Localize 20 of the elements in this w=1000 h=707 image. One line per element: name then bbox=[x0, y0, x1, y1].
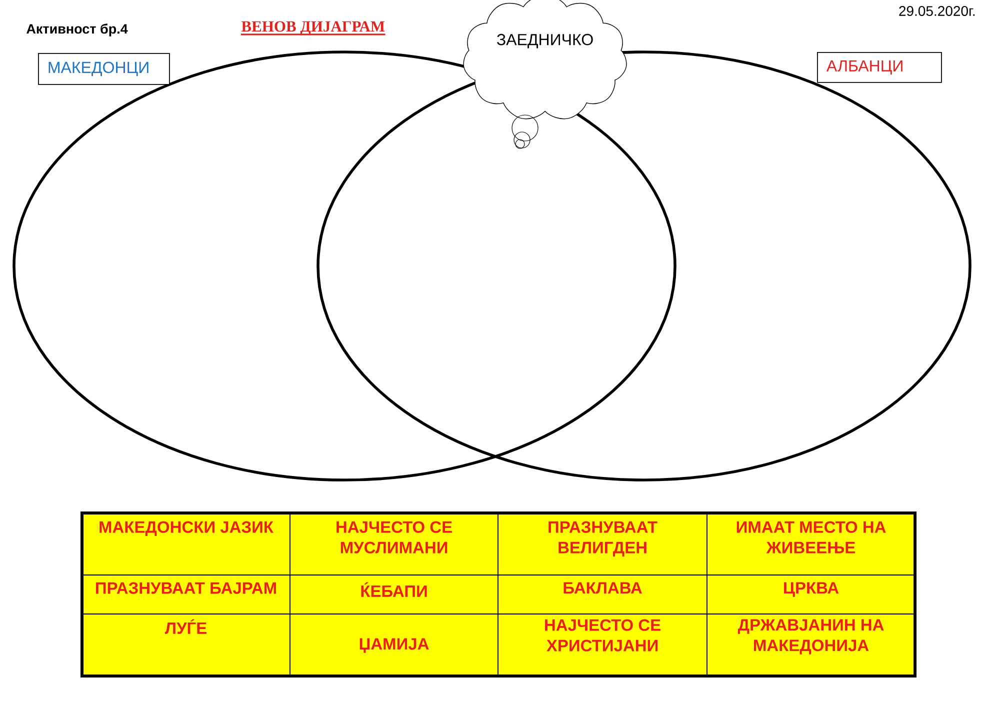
table-cell: ИМААТ МЕСТО НА ЖИВЕЕЊЕ bbox=[706, 512, 916, 576]
table-cell: БАКЛАВА bbox=[498, 574, 708, 614]
title: ВЕНОВ ДИЈАГРАМ bbox=[241, 21, 386, 36]
table-cell: МАКЕДОНСКИ ЈАЗИК bbox=[82, 512, 290, 576]
table-cell: ДРЖАВЈАНИН НА МАКЕДОНИЈА bbox=[706, 614, 916, 676]
table-cell: ЦРКВА bbox=[706, 574, 916, 614]
table-cell: ЌЕБАПИ bbox=[290, 574, 498, 614]
table-cell: ЛУЃЕ bbox=[82, 614, 290, 676]
table-cell: ПРАЗНУВААТ БАЈРАМ bbox=[82, 574, 290, 614]
table-cell: НАЈЧЕСТО СЕ МУСЛИМАНИ bbox=[290, 512, 498, 576]
date: 29.05.2020г. bbox=[899, 6, 975, 16]
label-box: АЛБАНЦИ bbox=[817, 52, 942, 83]
table-cell: НАЈЧЕСТО СЕ ХРИСТИЈАНИ bbox=[498, 614, 708, 676]
label-box: МАКЕДОНЦИ bbox=[38, 53, 170, 85]
venn-ellipse bbox=[316, 50, 972, 482]
worksheet-heading: Активност бр.4 bbox=[26, 24, 128, 36]
thought-cloud: ЗАЕДНИЧКО bbox=[463, 0, 627, 149]
table-cell: ПРАЗНУВААТ ВЕЛИГДЕН bbox=[498, 512, 708, 576]
table-cell: ЏАМИЈА bbox=[290, 614, 498, 676]
venn-ellipse bbox=[12, 50, 676, 482]
